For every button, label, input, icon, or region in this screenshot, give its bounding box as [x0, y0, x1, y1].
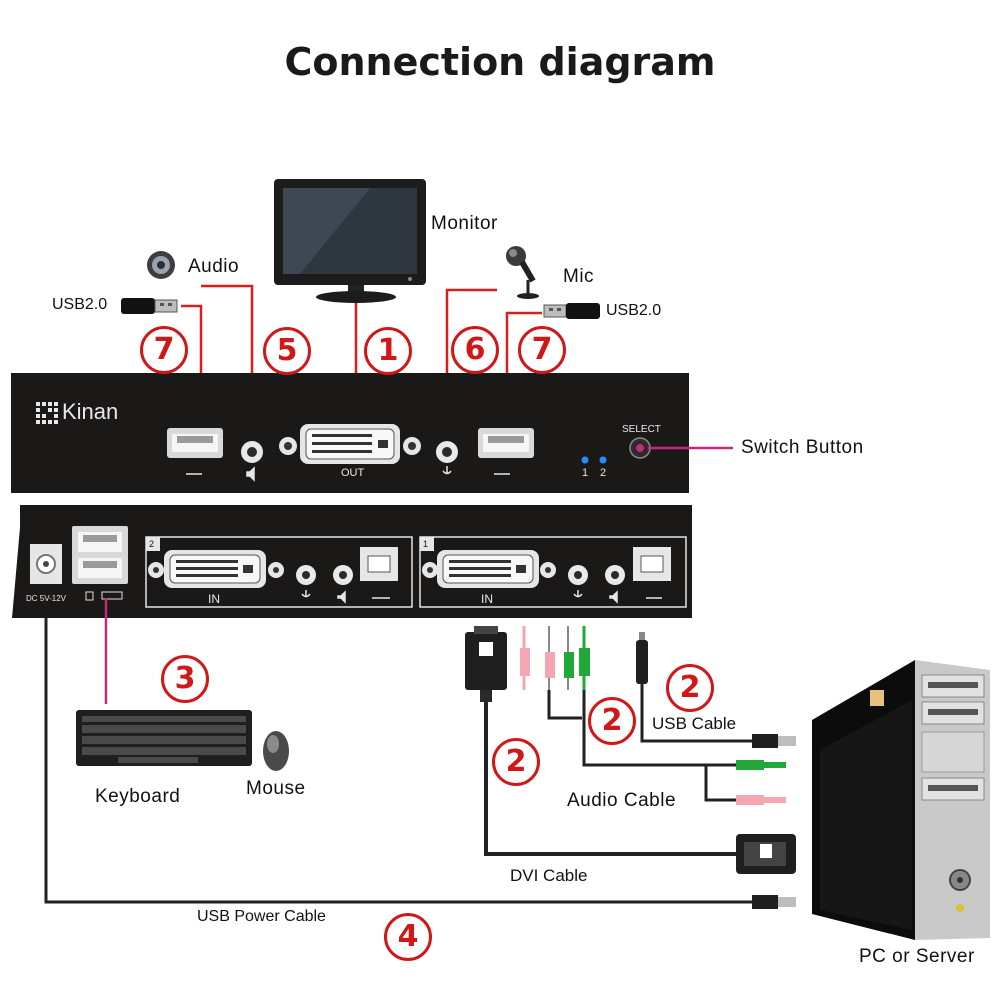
front-mic-jack [436, 441, 458, 463]
marker-5-audio: 5 [263, 327, 311, 375]
switch-button-label: Switch Button [741, 437, 864, 458]
select-button [629, 437, 651, 459]
brand-name: Kinan [62, 399, 119, 424]
marker-6-mic: 6 [451, 326, 499, 374]
out-label: OUT [341, 467, 365, 479]
usb-left-label: USB2.0 [52, 296, 108, 313]
port-badge-2: 2 [149, 539, 155, 549]
in-2-label: IN [208, 592, 220, 606]
led-2 [599, 456, 607, 464]
dvi-cable [465, 626, 796, 874]
marker-2-audio-cable: 2 [588, 697, 636, 745]
front-audio-jack [241, 441, 263, 463]
marker-2-usb-cable: 2 [666, 664, 714, 712]
dc-label: DC 5V-12V [26, 594, 67, 603]
marker-2-dvi-cable: 2 [492, 738, 540, 786]
marker-7-usb-right: 7 [518, 326, 566, 374]
front-dvi-out-port [279, 424, 421, 464]
dvi-cable-label: DVI Cable [510, 866, 588, 885]
speaker-icon [147, 251, 175, 279]
led-1 [581, 456, 589, 464]
in-1-label: IN [481, 592, 493, 606]
microphone-icon [506, 246, 539, 299]
usb-stick-right-icon [543, 303, 600, 319]
usb-stick-left-icon [121, 298, 178, 314]
front-usb-port-right [478, 428, 534, 458]
usb-power-cable-label: USB Power Cable [197, 908, 326, 925]
mic-symbol-icon [442, 466, 452, 475]
monitor-icon [274, 179, 426, 303]
select-label: SELECT [622, 424, 661, 435]
keyboard-icon [76, 710, 252, 766]
rear-usb-ports [72, 526, 128, 584]
port-badge-1: 1 [423, 539, 429, 549]
marker-4-usb-power: 4 [384, 913, 432, 961]
pc-tower-icon [812, 660, 990, 940]
usb-power-plug [752, 895, 796, 909]
kvm-front-panel [11, 373, 689, 493]
mic-label: Mic [563, 266, 595, 287]
page-title: Connection diagram [284, 40, 716, 84]
input-port-group-1 [419, 536, 687, 608]
front-usb-port-left [167, 428, 223, 458]
audio-cable [520, 626, 786, 805]
mouse-label: Mouse [246, 778, 306, 799]
usb-cable-label: USB Cable [652, 714, 737, 733]
marker-3-keyboard: 3 [161, 655, 209, 703]
monitor-label: Monitor [431, 213, 498, 234]
usb-cable [636, 632, 796, 748]
input-port-group-2 [145, 536, 413, 608]
keyboard-label: Keyboard [95, 786, 181, 807]
usb-right-label: USB2.0 [606, 302, 662, 319]
marker-7-usb-left: 7 [140, 326, 188, 374]
led-2-label: 2 [600, 467, 607, 479]
kvm-rear-panel [12, 505, 692, 618]
marker-1-monitor: 1 [364, 327, 412, 375]
dc-power-jack [30, 544, 62, 584]
audio-cable-label: Audio Cable [567, 790, 677, 811]
audio-label: Audio [188, 256, 240, 277]
brand-logo-icon [36, 402, 58, 424]
mouse-icon [263, 731, 289, 771]
pc-label: PC or Server [859, 946, 975, 967]
usb-power-cable-line [44, 618, 752, 904]
speaker-symbol-icon [246, 466, 255, 482]
led-1-label: 1 [582, 467, 589, 479]
